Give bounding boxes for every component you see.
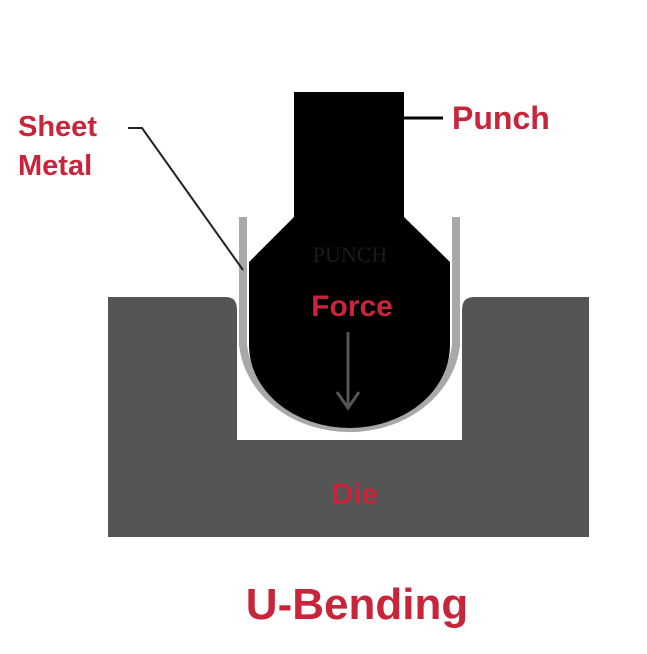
punch-inner-label: PUNCH — [313, 242, 388, 267]
die — [108, 297, 589, 537]
sheet-metal-label-line2: Metal — [18, 150, 92, 182]
punch — [249, 92, 450, 428]
force-label: Force — [311, 290, 393, 323]
sheet-metal-label-line1: Sheet — [18, 111, 97, 143]
sheet-metal — [239, 217, 460, 433]
diagram-title: U-Bending — [246, 580, 468, 629]
force-arrow-icon — [335, 332, 361, 411]
punch-label: Punch — [452, 100, 550, 136]
sheet-metal-leader-line — [128, 127, 244, 271]
die-label: Die — [332, 478, 379, 511]
